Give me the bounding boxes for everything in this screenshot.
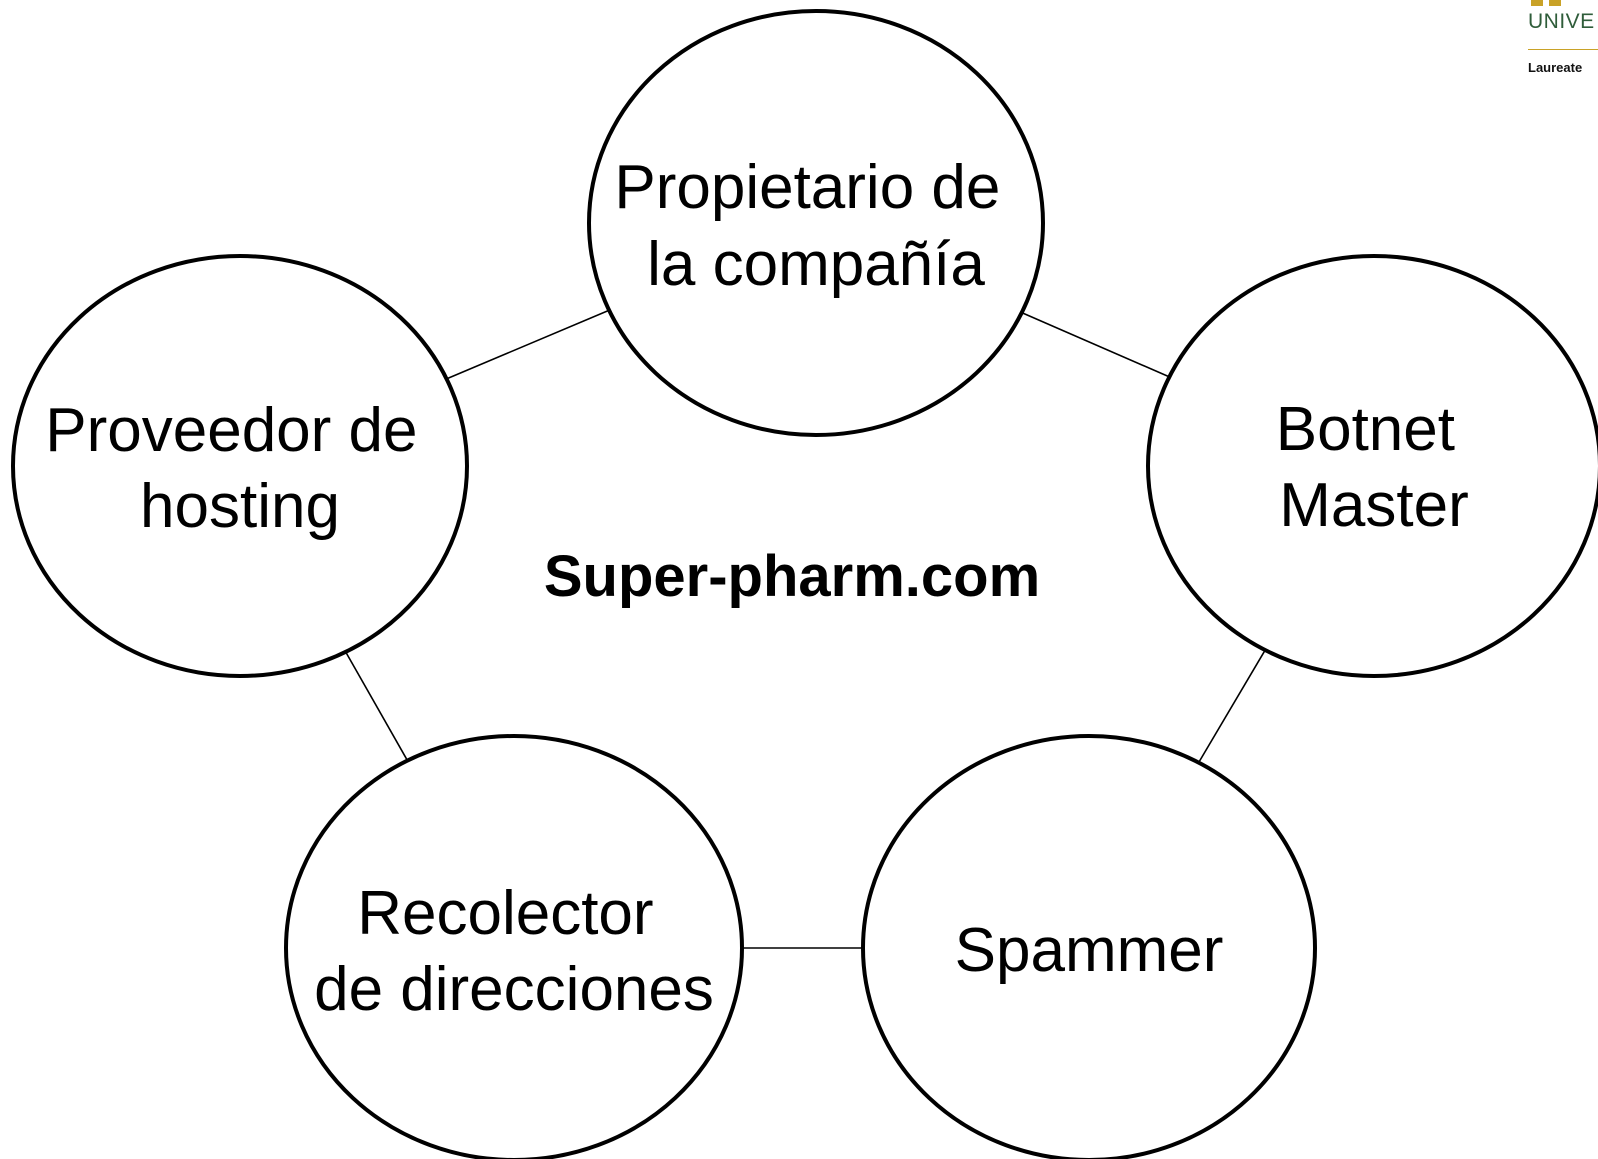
logo-emblem-icon xyxy=(1531,0,1571,6)
node-owner-line-1: Propietario de xyxy=(614,153,1000,222)
node-harvester-circle xyxy=(284,734,744,1159)
logo-divider xyxy=(1528,49,1598,50)
node-hosting-line-2: hosting xyxy=(140,472,340,541)
node-hosting-circle xyxy=(11,254,469,678)
node-spammer-label: Spammer xyxy=(955,916,1224,985)
node-botnet-label: Botnet Master xyxy=(1276,395,1472,540)
node-owner-line-2: la compañía xyxy=(647,230,985,299)
connectors xyxy=(344,309,1266,949)
logo-wordmark: UNIVE xyxy=(1528,10,1595,33)
node-hosting-line-1: Proveedor de xyxy=(45,396,417,465)
node-harvester-label: Recolector de direcciones xyxy=(314,879,714,1024)
node-harvester-line-2: de direcciones xyxy=(314,955,714,1024)
node-botnet-line-2: Master xyxy=(1279,471,1468,540)
center-title: Super-pharm.com xyxy=(544,544,1040,609)
connector-harvester-hosting xyxy=(344,651,409,761)
node-spammer-circle xyxy=(861,734,1317,1159)
node-hosting: Proveedor de hosting xyxy=(11,254,469,678)
node-spammer-line-1: Spammer xyxy=(955,916,1224,985)
connector-hosting-owner xyxy=(446,309,610,380)
node-harvester-line-1: Recolector xyxy=(357,879,653,948)
node-spammer: Spammer xyxy=(861,734,1317,1159)
node-owner: Propietario de la compañía xyxy=(587,9,1045,437)
node-harvester: Recolector de direcciones xyxy=(284,734,744,1159)
node-owner-label: Propietario de la compañía xyxy=(614,153,1017,299)
connector-owner-botnet xyxy=(1021,311,1170,378)
node-owner-circle xyxy=(587,9,1045,437)
node-botnet-line-1: Botnet xyxy=(1276,395,1455,464)
connector-botnet-spammer xyxy=(1197,649,1266,764)
node-botnet: Botnet Master xyxy=(1146,254,1598,678)
university-logo: UNIVE Laureate xyxy=(1526,0,1598,110)
node-hosting-label: Proveedor de hosting xyxy=(45,396,434,541)
node-botnet-circle xyxy=(1146,254,1598,678)
logo-subtitle: Laureate xyxy=(1528,60,1583,75)
